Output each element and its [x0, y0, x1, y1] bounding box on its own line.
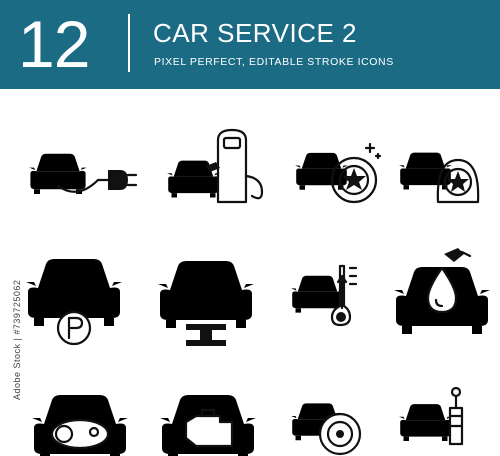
header-banner: [0, 0, 500, 89]
car-temperature-icon: [291, 264, 358, 327]
car-charging-station-icon: [167, 128, 264, 204]
page-title: CAR SERVICE 2: [153, 18, 357, 48]
car-parking-icon: [26, 259, 122, 346]
car-wheel-shine-icon: [295, 142, 382, 204]
car-timing-belt-icon: [32, 395, 128, 456]
set-number: 12: [18, 7, 90, 81]
car-flat-tire-icon: [399, 152, 480, 204]
car-charging-plug-icon: [29, 153, 138, 194]
car-engine-icon: [160, 395, 256, 456]
car-brake-disc-icon: [291, 403, 362, 456]
car-lift-icon: [158, 261, 254, 346]
stock-id-label: Adobe Stock | #739725062: [12, 279, 22, 400]
car-oil-drop-icon: [394, 248, 490, 334]
car-shock-absorber-icon: [399, 386, 464, 446]
header-divider: [128, 14, 130, 72]
page-subtitle: PIXEL PERFECT, EDITABLE STROKE ICONS: [154, 56, 394, 68]
